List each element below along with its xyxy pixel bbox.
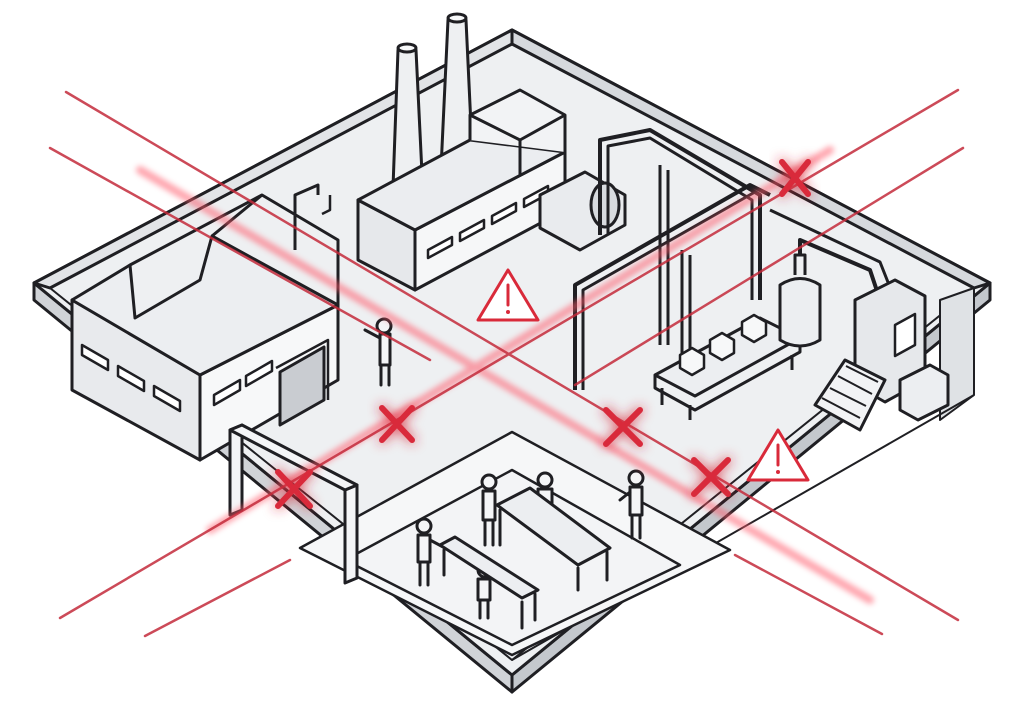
cross-mark-icon — [379, 405, 415, 443]
cross-mark-icon — [603, 407, 643, 447]
chimney-left-top — [396, 42, 418, 54]
window — [458, 218, 486, 243]
danger-overlay — [48, 88, 965, 638]
workbench-legs — [498, 508, 609, 592]
gantry-front-inner — [581, 190, 756, 390]
incline-slats — [821, 365, 879, 419]
warehouse-windows — [80, 343, 274, 413]
gate-post-right — [343, 483, 359, 585]
cross-mark-icon — [691, 457, 731, 497]
window — [80, 343, 110, 372]
cross-mark-icon — [779, 159, 811, 197]
worker-figure — [363, 317, 393, 387]
entrance-gate — [228, 423, 359, 585]
gantry-back-inner — [606, 136, 754, 300]
workbench-legs — [442, 548, 537, 630]
product-boxes — [678, 313, 768, 377]
danger-line — [48, 146, 432, 362]
danger-line — [58, 88, 960, 620]
generator-drum — [589, 181, 621, 229]
gantry-post-2 — [680, 250, 692, 355]
workshop-zone — [298, 430, 732, 657]
danger-line — [573, 146, 965, 387]
pipe-crane — [293, 183, 320, 250]
gate-post-left — [228, 423, 244, 517]
product-box — [740, 313, 768, 344]
machine-panel — [893, 312, 917, 358]
workbench — [495, 486, 612, 567]
production-line — [573, 128, 950, 432]
door-frame — [275, 338, 330, 400]
window — [116, 364, 146, 393]
cross-mark-icon — [275, 469, 313, 509]
window — [426, 235, 454, 260]
warning-triangle-icon — [476, 268, 540, 322]
warning-triangle-icon — [746, 428, 810, 482]
chimney-right-top — [446, 12, 468, 24]
product-box — [678, 346, 706, 377]
pipe-crane-hook — [321, 195, 332, 216]
storage-tank — [778, 277, 822, 348]
warehouse-door — [278, 345, 326, 427]
product-box — [708, 331, 736, 362]
conveyor-legs — [660, 355, 794, 420]
gantry-back — [598, 128, 762, 300]
window — [490, 201, 518, 226]
worker-figure — [480, 473, 498, 547]
danger-line — [143, 558, 292, 638]
worker-figure — [618, 469, 645, 540]
workbench — [438, 535, 540, 600]
zone-inner-border — [343, 468, 682, 647]
window — [212, 378, 242, 407]
window — [152, 384, 182, 413]
small-box — [898, 363, 950, 422]
factory-upper-block — [468, 88, 567, 152]
danger-line — [64, 90, 960, 622]
window — [244, 359, 274, 388]
workers — [363, 317, 645, 630]
danger-line — [733, 553, 884, 636]
